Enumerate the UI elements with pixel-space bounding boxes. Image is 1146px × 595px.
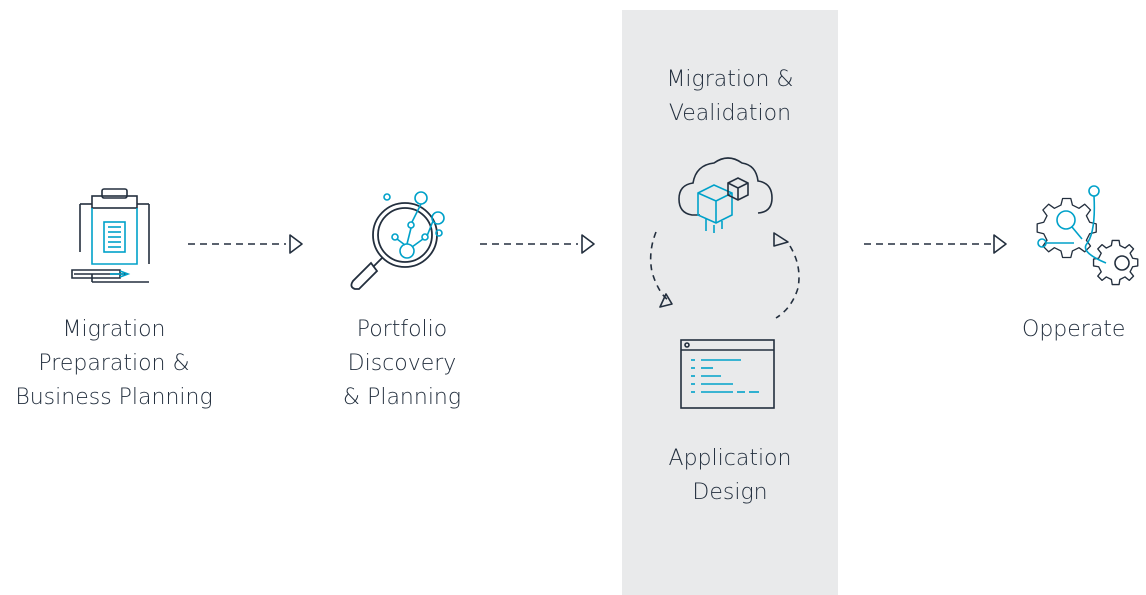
code-window-icon	[680, 339, 775, 409]
connector-arrow-2	[480, 234, 595, 254]
clipboard-document-icon	[71, 188, 150, 283]
highlight-panel	[622, 10, 838, 595]
step-label-design: Application Design	[668, 446, 792, 505]
cloud-cubes-icon	[678, 157, 773, 233]
cycle-arrows	[649, 231, 800, 319]
magnifier-network-icon	[350, 191, 445, 290]
step-label-prepare: Migration Preparation & Business Plannin…	[15, 317, 213, 410]
step-label-discover: Portfolio Discovery & Planning	[342, 317, 462, 410]
gears-icon	[1036, 185, 1139, 286]
connector-arrow-3	[864, 234, 1007, 254]
step-label-migrate: Migration & Vealidation	[666, 67, 794, 126]
step-label-operate: Opperate	[1022, 317, 1126, 342]
connector-arrow-1	[188, 234, 303, 254]
